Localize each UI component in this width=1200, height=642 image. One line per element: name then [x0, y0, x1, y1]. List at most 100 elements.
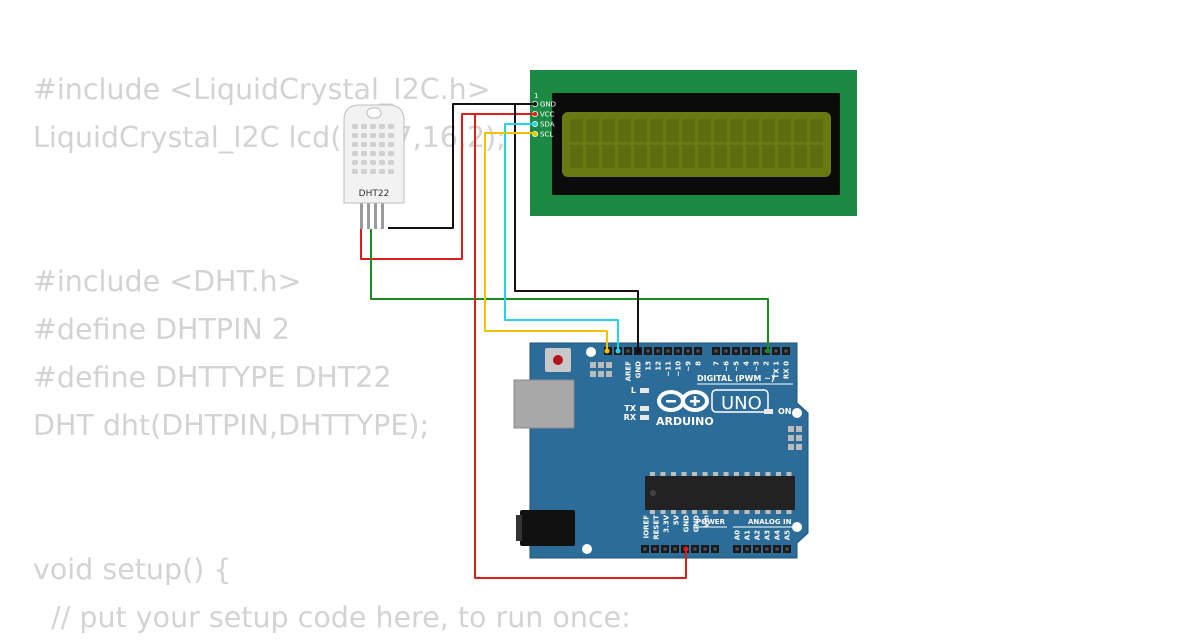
dht-vent: [352, 142, 358, 147]
dht-vent: [379, 133, 385, 138]
power-jack: [520, 510, 575, 546]
dht-vent: [370, 124, 376, 129]
header-hole: [785, 547, 789, 551]
header-hole: [754, 349, 758, 353]
code-line: #define DHTTYPE DHT22: [33, 361, 392, 394]
logo-minus: [666, 400, 676, 403]
lcd-char-cell: [714, 145, 727, 168]
lcd-char-cell: [714, 119, 727, 142]
wire-scl-yellow[interactable]: [484, 132, 608, 351]
header-hole: [745, 547, 749, 551]
icsp-pin: [796, 444, 802, 450]
analog-pin-label: A0: [734, 530, 742, 540]
status-led-label: TX: [624, 404, 636, 413]
digital-pin-label: TX 1: [773, 361, 781, 379]
header-hole: [653, 547, 657, 551]
icsp-pin: [590, 362, 596, 368]
header-hole: [735, 547, 739, 551]
dht22-sensor[interactable]: DHT22: [343, 104, 405, 229]
dht-vent: [361, 160, 367, 165]
header-hole: [714, 349, 718, 353]
atmega-chip: [645, 476, 795, 510]
dht-leg: [374, 197, 377, 229]
lcd-pin-label: VCC: [540, 111, 555, 119]
wire-gnd-black[interactable]: [388, 103, 535, 229]
chip-leg: [734, 510, 739, 514]
digital-pin-label: AREF: [625, 361, 633, 382]
chip-leg: [713, 472, 718, 476]
uno-model-label: UNO: [721, 393, 762, 414]
logo-right-loop: [681, 390, 709, 412]
lcd-char-cell: [730, 145, 743, 168]
dht-vent: [379, 124, 385, 129]
lcd-char-cell: [586, 119, 599, 142]
wire-sda-cyan[interactable]: [504, 123, 619, 351]
chip-leg: [692, 510, 697, 514]
wire-end-pin2: [765, 348, 771, 354]
lcd-char-cell: [650, 119, 663, 142]
analog-pin-label: A2: [754, 530, 762, 540]
lcd-char-cell: [570, 145, 583, 168]
digital-pin-label: ~10: [675, 361, 683, 377]
dht-vent: [370, 142, 376, 147]
code-line: #include <LiquidCrystal_I2C.h>: [33, 73, 491, 106]
digital-pin-label: 12: [655, 361, 663, 371]
chip-notch: [650, 490, 656, 496]
dht-vent: [388, 160, 394, 165]
status-led-label: RX: [624, 413, 637, 422]
mounting-hole: [792, 522, 802, 532]
header-hole: [765, 547, 769, 551]
power-jack-tip: [516, 515, 522, 541]
header-hole: [774, 349, 778, 353]
uno-badge-frame: [711, 389, 769, 413]
power-pin-label: GND: [683, 515, 691, 533]
lcd-char-cell: [586, 145, 599, 168]
wire-5v-red[interactable]: [474, 114, 687, 579]
lcd-char-cell: [618, 145, 631, 168]
mounting-hole: [586, 347, 596, 357]
dht-vent-grid: [352, 124, 394, 174]
dht-vent: [379, 142, 385, 147]
chip-leg: [650, 472, 655, 476]
code-line: // put your setup code here, to run once…: [33, 601, 631, 634]
wire-end-scl: [604, 348, 610, 354]
lcd-pin-label: SCL: [540, 131, 553, 139]
header-hole: [724, 349, 728, 353]
dht-vent: [388, 142, 394, 147]
dht-mount-hole: [366, 107, 382, 119]
status-led-label: L: [631, 386, 636, 395]
dht-leg: [381, 197, 384, 229]
digital-pin-label: ~6: [723, 361, 731, 372]
wire-vcc-red[interactable]: [360, 113, 535, 260]
digital-pin-label: GND: [635, 361, 643, 379]
wire-gnd-to-arduino-black[interactable]: [514, 103, 639, 351]
wire-data-green[interactable]: [370, 229, 769, 351]
lcd-char-cell: [810, 119, 823, 142]
power-pin-label: GND: [693, 515, 701, 533]
lcd-char-cell: [634, 119, 647, 142]
chip-leg: [702, 510, 708, 514]
chip-leg: [744, 472, 750, 476]
dht-vent: [388, 169, 394, 174]
power-pin-label: Vin: [703, 515, 711, 528]
digital-pin-label: 13: [645, 361, 653, 371]
chip-leg: [786, 510, 792, 514]
analog-pin-label: A4: [774, 530, 782, 540]
dht-vent: [352, 160, 358, 165]
icsp-header-1: [590, 362, 612, 377]
lcd-char-cell: [730, 119, 743, 142]
mounting-hole: [792, 408, 802, 418]
dht-vent: [370, 133, 376, 138]
chip-leg: [755, 472, 760, 476]
status-led: [640, 388, 649, 393]
icsp-pin: [788, 435, 794, 441]
lcd-char-cell: [618, 119, 631, 142]
chip-leg: [765, 510, 771, 514]
digital-label: DIGITAL (PWM ~): [697, 374, 775, 383]
lcd-char-cell: [778, 119, 791, 142]
chip-leg: [744, 510, 750, 514]
